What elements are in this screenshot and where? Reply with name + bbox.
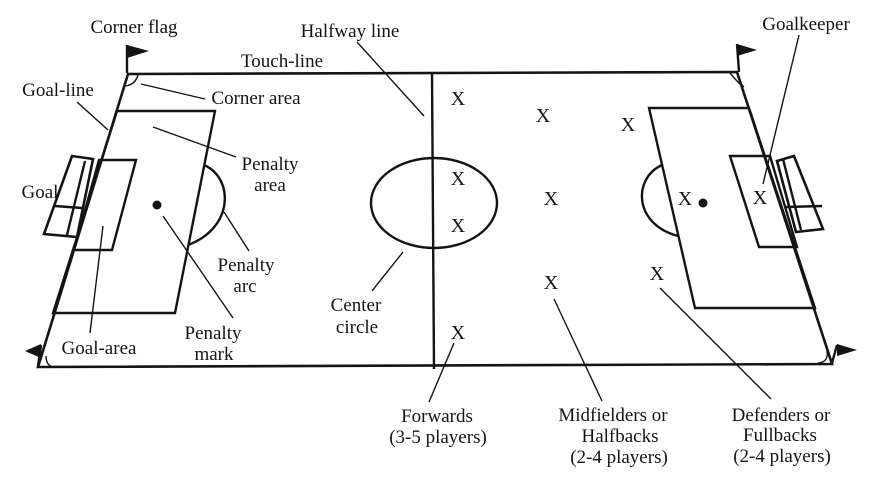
leader-defenders (659, 287, 772, 400)
label-defenders-3: (2-4 players) (733, 446, 831, 467)
label-penalty-mark-1: Penalty (185, 323, 242, 344)
corner-arc-top-left (124, 74, 139, 87)
right-goal (775, 154, 825, 234)
player-marker-defender-3: X (650, 263, 665, 285)
halfway-line (430, 72, 436, 370)
player-marker-forward-3: X (451, 215, 466, 237)
player-marker-forward-4: X (451, 322, 466, 344)
right-penalty-area (647, 106, 817, 310)
player-marker-midfielder-3: X (544, 272, 559, 294)
label-goal-line: Goal-line (22, 80, 94, 101)
leader-penalty-arc (223, 211, 250, 252)
label-defenders-2: Fullbacks (743, 425, 817, 446)
player-marker-goalkeeper: X (753, 187, 768, 209)
right-penalty-mark (698, 198, 708, 208)
left-goal (42, 154, 95, 239)
label-forwards-2: (3-5 players) (389, 427, 487, 448)
label-forwards-1: Forwards (401, 406, 473, 427)
corner-arc-bottom-left (45, 355, 55, 368)
label-center-circle-2: circle (336, 317, 378, 338)
player-marker-defender-1: X (621, 114, 636, 136)
player-marker-forward-1: X (451, 88, 466, 110)
right-penalty-arc (640, 163, 679, 238)
leader-halfway-line (356, 41, 425, 117)
leader-goalkeeper (762, 34, 800, 185)
left-penalty-mark (152, 200, 162, 210)
left-penalty-arc (187, 163, 226, 247)
label-halfway-line: Halfway line (301, 21, 400, 42)
label-corner-area: Corner area (211, 88, 301, 109)
player-marker-defender-2: X (678, 188, 693, 210)
label-defenders-1: Defenders or (732, 405, 831, 426)
label-midfielders-3: (2-4 players) (570, 447, 668, 468)
label-penalty-arc-2: arc (233, 276, 256, 297)
right-goal-post (781, 158, 803, 231)
flag-pennant-icon (25, 344, 41, 358)
label-goal-area: Goal-area (62, 338, 137, 359)
player-marker-forward-2: X (451, 168, 466, 190)
left-goal-crossbar (54, 204, 83, 210)
leader-lines (76, 34, 800, 403)
flag-pennant-icon (127, 45, 149, 58)
labels: Corner flag Halfway line Goalkeeper Touc… (22, 14, 851, 365)
label-touch-line: Touch-line (241, 51, 323, 72)
center-circle (369, 156, 499, 250)
player-marker-midfielder-1: X (536, 105, 551, 127)
label-goal: Goal (22, 182, 59, 203)
position-labels: Forwards (3-5 players) Midfielders or Ha… (389, 405, 831, 468)
label-center-circle-1: Center (331, 295, 382, 316)
leader-center-circle (371, 251, 404, 292)
corner-flag-top-left (124, 45, 149, 87)
label-penalty-area-1: Penalty (242, 154, 299, 175)
left-goal-post (65, 160, 87, 236)
leader-penalty-area (152, 126, 237, 158)
corner-flag-bottom-right (817, 344, 857, 364)
leader-goal-line (76, 101, 109, 131)
leader-midfielders (553, 298, 603, 402)
flag-pennant-icon (837, 344, 857, 356)
label-goalkeeper: Goalkeeper (762, 14, 850, 35)
corner-arc-top-right (729, 72, 745, 88)
label-midfielders-1: Midfielders or (558, 405, 668, 426)
corner-flag-bottom-left (25, 344, 55, 368)
player-marker-midfielder-2: X (544, 188, 559, 210)
leader-forwards (428, 342, 455, 403)
flag-pennant-icon (737, 44, 757, 56)
label-penalty-arc-1: Penalty (218, 255, 275, 276)
leader-goal-area (89, 225, 104, 334)
right-goal-area (728, 154, 799, 249)
player-markers: X X X X X X X X X X X (451, 88, 768, 344)
left-goal-area (72, 158, 138, 252)
leader-corner-area (140, 83, 206, 100)
corner-arc-bottom-right (817, 350, 828, 364)
field-boundary (36, 70, 834, 369)
right-goal-crossbar (785, 204, 823, 209)
label-midfielders-2: Halfbacks (581, 426, 658, 447)
leader-penalty-mark (162, 215, 234, 319)
label-penalty-mark-2: mark (194, 344, 234, 365)
left-goal-frame (42, 154, 95, 239)
corner-flag-top-right (729, 43, 757, 88)
label-corner-flag: Corner flag (90, 17, 178, 38)
label-penalty-area-2: area (254, 175, 286, 196)
right-goal-frame (775, 154, 825, 234)
